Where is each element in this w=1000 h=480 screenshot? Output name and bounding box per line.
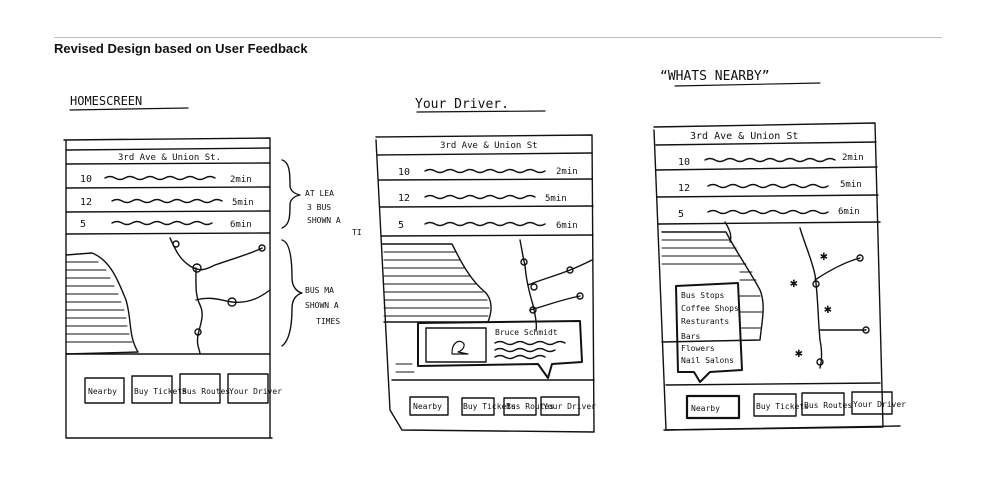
home-note-2-line-3: TIMES	[316, 317, 340, 326]
home-route-1: 10	[80, 174, 92, 185]
home-route-2: 12	[80, 197, 92, 208]
home-note-1-line-1: AT LEA	[305, 189, 334, 198]
popup-item-coffee-shops: Coffee Shops	[681, 304, 739, 313]
popup-item-nail-salons: Nail Salons	[681, 356, 734, 365]
nearby-eta-2: 5min	[840, 180, 862, 190]
poi-marker-2: ✱	[790, 276, 798, 291]
homescreen-sketch: HOMESCREEN 3rd Ave & Union St. 10 2min 1…	[63, 94, 362, 439]
home-nav-bus-routes: Bus Routes	[182, 387, 230, 396]
home-eta-3: 6min	[230, 220, 252, 230]
homescreen-title: HOMESCREEN	[70, 94, 142, 108]
whats-nearby-sketch: “WHATS NEARBY” 3rd Ave & Union St 10 2mi…	[653, 69, 906, 431]
homescreen-intersection: 3rd Ave & Union St.	[118, 153, 221, 163]
popup-item-resturants: Resturants	[681, 317, 729, 326]
home-note-1-line-3: SHOWN A	[307, 216, 341, 225]
driver-nav-bus-routes: Bus Routes	[506, 402, 554, 411]
nearby-nav-nearby: Nearby	[691, 404, 720, 413]
driver-popup-name: Bruce Schmidt	[495, 328, 558, 337]
driver-eta-1: 2min	[556, 167, 578, 177]
whats-nearby-title: “WHATS NEARBY”	[660, 69, 770, 84]
driver-route-3: 5	[398, 220, 404, 231]
nearby-nav-your-driver: Your Driver	[853, 400, 906, 409]
nearby-nav-buy-tickets: Buy Tickets	[756, 402, 809, 411]
driver-nav-nearby: Nearby	[413, 402, 442, 411]
driver-nav-your-driver: Your Driver	[543, 402, 596, 411]
driver-eta-2: 5min	[545, 194, 567, 204]
nearby-route-2: 12	[678, 183, 690, 194]
nearby-eta-3: 6min	[838, 207, 860, 217]
header-divider	[54, 37, 942, 38]
nearby-eta-1: 2min	[842, 153, 864, 163]
home-note-2-line-1: BUS MA	[305, 286, 334, 295]
your-driver-sketch: Your Driver. 3rd Ave & Union St 10 2min …	[375, 97, 596, 433]
driver-route-1: 10	[398, 167, 410, 178]
driver-nav-buy-tickets: Buy Tickets	[463, 402, 516, 411]
page-title: Revised Design based on User Feedback	[54, 41, 308, 56]
home-eta-2: 5min	[232, 198, 254, 208]
popup-item-bus-stops: Bus Stops	[681, 291, 725, 300]
poi-marker-3: ✱	[824, 302, 832, 317]
nearby-route-1: 10	[678, 157, 690, 168]
home-route-3: 5	[80, 219, 86, 230]
home-note-2-line-2: SHOWN A	[305, 301, 339, 310]
home-note-1-line-4: TI	[352, 228, 362, 237]
your-driver-title: Your Driver.	[415, 97, 509, 112]
poi-marker-4: ✱	[795, 346, 803, 361]
home-nav-buy-tickets: Buy Tickets	[134, 387, 187, 396]
home-nav-nearby: Nearby	[88, 387, 117, 396]
home-nav-your-driver: Your Driver	[229, 387, 282, 396]
driver-route-2: 12	[398, 193, 410, 204]
popup-item-flowers: Flowers	[681, 344, 715, 353]
driver-intersection: 3rd Ave & Union St	[440, 141, 538, 151]
nearby-route-3: 5	[678, 209, 684, 220]
driver-eta-3: 6min	[556, 221, 578, 231]
poi-marker-1: ✱	[820, 249, 828, 264]
home-note-1-line-2: 3 BUS	[307, 203, 331, 212]
nearby-nav-bus-routes: Bus Routes	[804, 401, 852, 410]
popup-item-bars: Bars	[681, 332, 700, 341]
nearby-intersection: 3rd Ave & Union St	[690, 131, 798, 142]
home-eta-1: 2min	[230, 175, 252, 185]
